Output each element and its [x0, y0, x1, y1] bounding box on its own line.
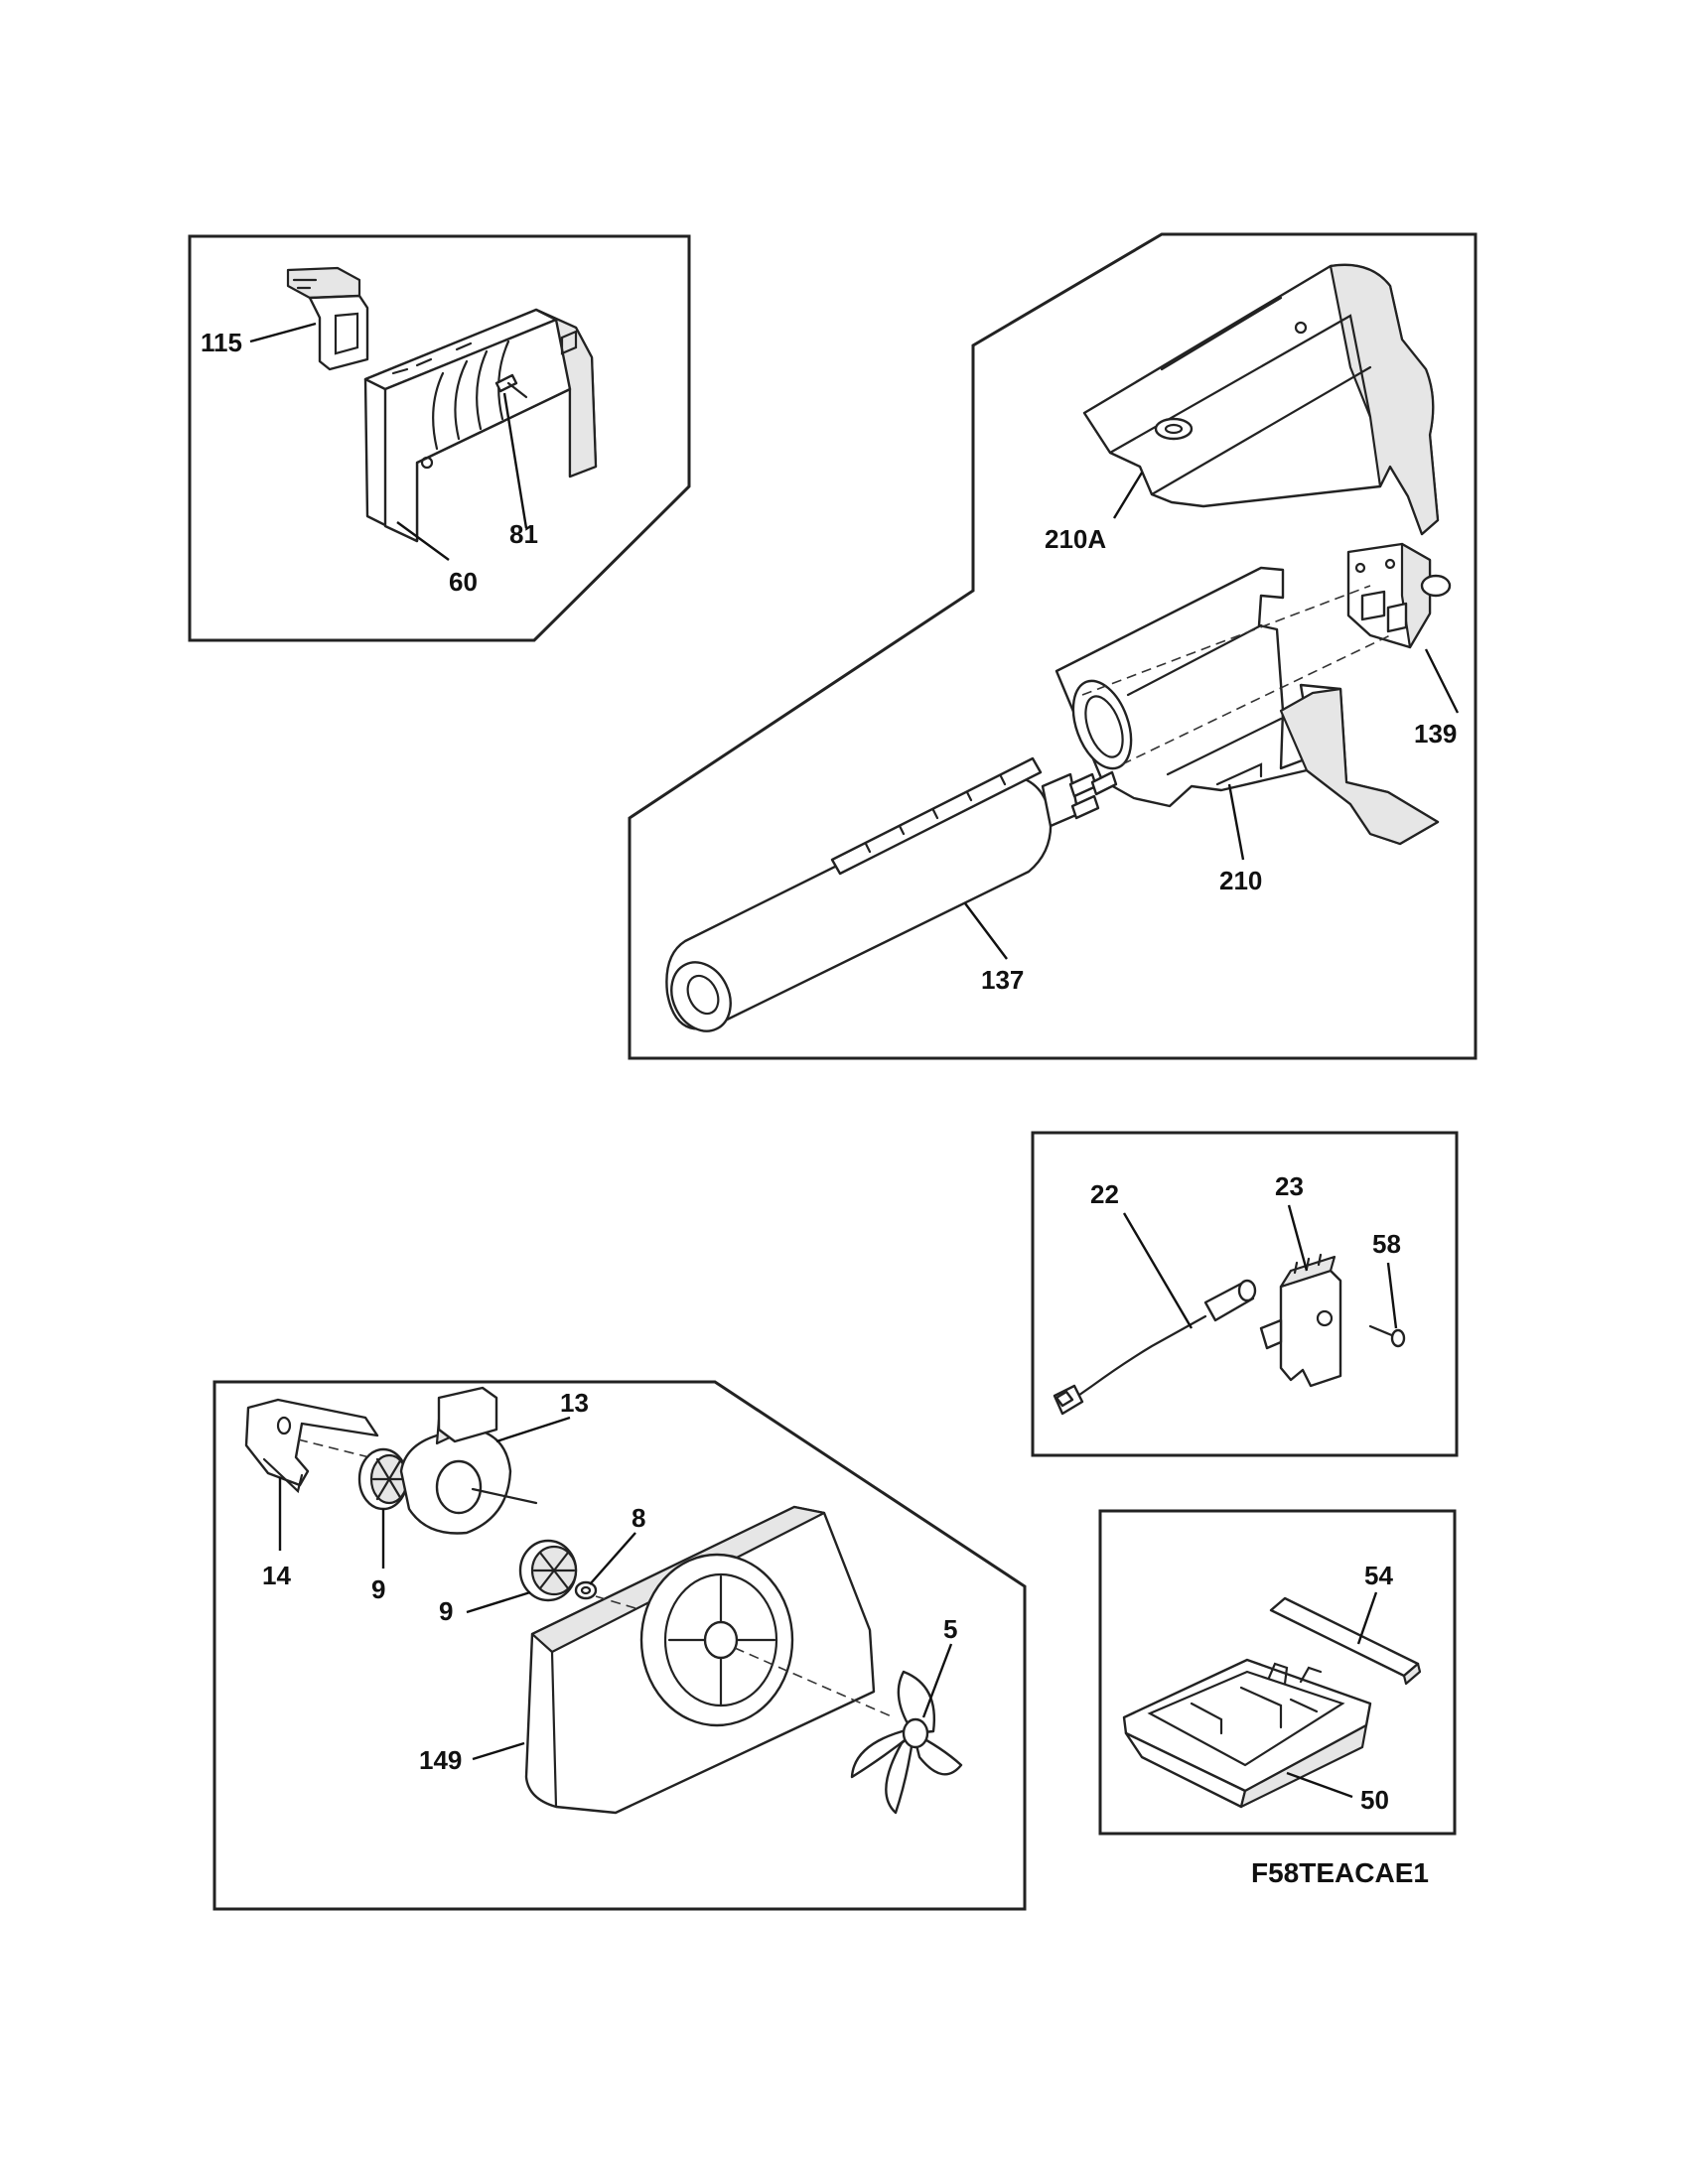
leader-81 [502, 392, 528, 529]
part-5-fan-blade [850, 1670, 963, 1815]
label-137: 137 [981, 965, 1024, 995]
leader-8 [589, 1532, 636, 1585]
label-115: 115 [201, 328, 242, 357]
leader-58 [1386, 1262, 1398, 1329]
part-14-bracket [244, 1398, 379, 1494]
label-81: 81 [509, 519, 538, 549]
part-58-screw [1368, 1324, 1406, 1348]
panel-border [188, 234, 691, 642]
assembly-line [1121, 634, 1391, 765]
label-54: 54 [1364, 1561, 1393, 1590]
part-149-shroud [524, 1505, 876, 1815]
leader-137 [964, 902, 1008, 960]
panel-fan-assembly: 13 8 14 9 9 5 149 [212, 1380, 1027, 1911]
leader-13 [495, 1416, 571, 1443]
assembly-line [734, 1647, 895, 1718]
part-9-wheel-b [518, 1539, 578, 1602]
panel-heater-sensor: 22 23 58 [1031, 1131, 1459, 1457]
leader-54 [1356, 1591, 1378, 1645]
panel-border [212, 1380, 1027, 1911]
part-81-screw [494, 373, 528, 399]
label-139: 139 [1414, 719, 1457, 749]
panel-border [1098, 1509, 1457, 1836]
label-8: 8 [632, 1503, 645, 1533]
assembly-line [297, 1438, 378, 1460]
part-210-housing [1055, 566, 1440, 846]
part-9-wheel-a [357, 1447, 409, 1511]
assembly-line [1081, 585, 1371, 696]
label-14: 14 [262, 1561, 291, 1590]
model-code: F58TEACAE1 [1251, 1857, 1429, 1888]
part-54-bar [1269, 1596, 1422, 1686]
part-60-cover [363, 308, 598, 543]
leader-210 [1227, 783, 1245, 861]
panel-border [1031, 1131, 1459, 1457]
label-23: 23 [1275, 1171, 1304, 1201]
leader-115 [249, 322, 317, 343]
leader-149 [472, 1741, 525, 1761]
leader-22 [1122, 1212, 1194, 1329]
part-137-filter [665, 756, 1118, 1032]
panel-ice-maker-cover: 115 81 60 [188, 234, 691, 642]
leader-210A [1112, 472, 1144, 519]
assembly-line [595, 1595, 636, 1609]
panel-control-box: 54 50 [1098, 1509, 1457, 1836]
part-22-sensor [1053, 1279, 1257, 1416]
leader-5 [921, 1643, 953, 1718]
part-13-motor [399, 1386, 538, 1535]
part-23-bracket [1259, 1253, 1342, 1388]
label-22: 22 [1090, 1179, 1119, 1209]
label-210: 210 [1219, 866, 1262, 895]
label-58: 58 [1372, 1229, 1401, 1259]
leader-9b [466, 1590, 531, 1614]
label-149: 149 [419, 1745, 462, 1775]
leader-50 [1286, 1771, 1353, 1799]
label-60: 60 [449, 567, 478, 597]
part-115-switch [286, 266, 369, 371]
panel-border [628, 232, 1477, 1060]
label-5: 5 [943, 1614, 957, 1644]
label-9-second: 9 [439, 1596, 453, 1626]
leader-23 [1287, 1204, 1309, 1272]
part-139-valve [1346, 542, 1452, 649]
label-13: 13 [560, 1388, 589, 1418]
part-210A-cover [1082, 263, 1440, 536]
part-8-washer [574, 1580, 598, 1600]
leader-139 [1424, 648, 1460, 714]
label-9-first: 9 [371, 1574, 385, 1604]
label-210A: 210A [1045, 524, 1106, 554]
leader-60 [396, 521, 450, 561]
panel-water-filter: 210A 139 210 137 [628, 232, 1477, 1060]
label-50: 50 [1360, 1785, 1389, 1815]
part-50-tray [1122, 1658, 1372, 1809]
